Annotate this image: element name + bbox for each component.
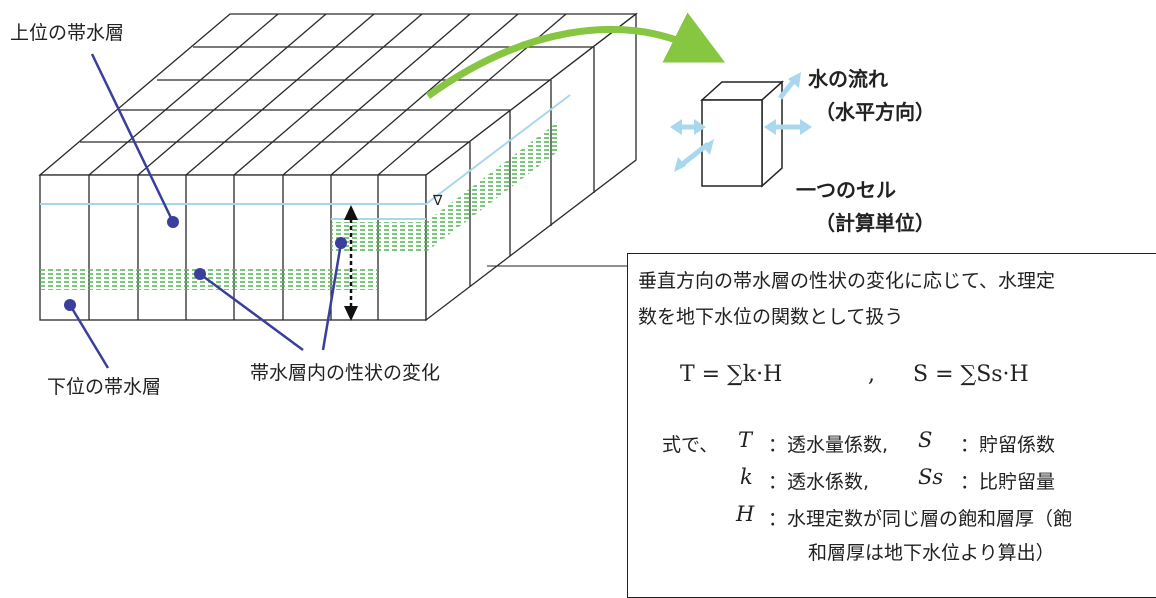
water-flow-label: 水の流れ (808, 67, 888, 91)
horizontal-label: （水平方向） (815, 100, 935, 124)
change-dot-left (194, 268, 206, 280)
def-Ss-desc: ：比貯留量 (960, 471, 1056, 493)
def-H-symbol: H (736, 502, 755, 526)
formula-T: T = ∑k·H (680, 362, 783, 387)
def-S-symbol: S (918, 428, 933, 452)
pointer-dots (64, 216, 347, 311)
formula-separator: , (868, 362, 875, 387)
note-line-2: 数を地下水位の関数として扱う (638, 306, 904, 328)
single-cell (700, 80, 784, 188)
property-change-label: 帯水層内の性状の変化 (250, 362, 441, 384)
flow-arrow (425, 12, 726, 99)
one-cell-label: 一つのセル (796, 178, 896, 202)
label-pointers (68, 53, 343, 369)
where-prefix: 式で、 (662, 434, 719, 456)
def-k-symbol: k (740, 465, 753, 489)
def-T-symbol: T (738, 428, 753, 452)
cell-arrowheads (670, 72, 812, 172)
lower-aquifer-zone (40, 268, 378, 290)
calc-unit-label: （計算単位） (815, 211, 935, 235)
thickness-arrow (344, 205, 358, 321)
lower-aquifer-dot (64, 299, 76, 311)
def-S-desc: ：貯留係数 (960, 434, 1056, 456)
water-level-mark: ∇ (432, 193, 443, 209)
upper-aquifer-dot (167, 216, 179, 228)
note-line-1: 垂直方向の帯水層の性状の変化に応じて、水理定 (638, 270, 1056, 292)
aquifer-model-diagram: ∇ (38, 12, 812, 369)
lower-aquifer-label: 下位の帯水層 (47, 376, 162, 398)
def-k-desc: ：透水係数, (768, 471, 870, 493)
def-T-desc: ：透水量係数, (768, 434, 889, 456)
upper-aquifer-label: 上位の帯水層 (10, 22, 125, 44)
change-dot-right (335, 237, 347, 249)
aquifer-property-zones (40, 120, 560, 290)
upper-change-zone (331, 120, 560, 252)
def-Ss-symbol: Ss (918, 465, 944, 489)
def-H-desc-cont: 和層厚は地下水位より算出） (808, 542, 1055, 564)
def-H-desc: ：水理定数が同じ層の飽和層厚（飽 (768, 508, 1073, 530)
formula-S: S = ∑Ss·H (913, 362, 1029, 387)
explanation-box: 垂直方向の帯水層の性状の変化に応じて、水理定 数を地下水位の関数として扱う T … (627, 253, 1156, 598)
